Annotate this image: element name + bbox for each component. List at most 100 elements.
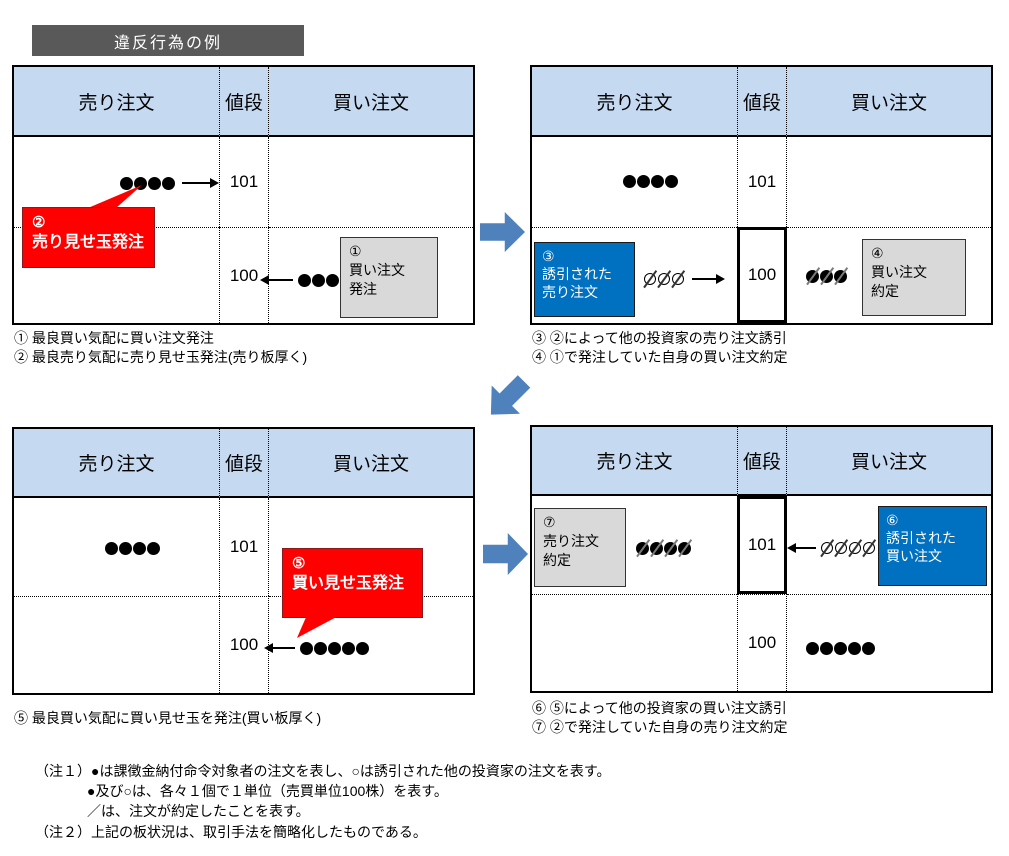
caption-line-1: ⑥ ⑤によって他の投資家の買い注文誘引 <box>532 700 787 716</box>
box-line: 発注 <box>349 281 377 297</box>
qty-dot <box>119 541 132 555</box>
induced-buy-order-box: ⑥ 誘引された 買い注文 <box>878 506 987 586</box>
qty-dot <box>849 542 861 554</box>
qty-dot <box>162 176 175 190</box>
title-banner: 違反行為の例 <box>32 25 304 56</box>
box-line: 誘引された <box>886 530 956 546</box>
qty-dot <box>672 273 684 285</box>
col-header-price: 値段 <box>219 429 269 498</box>
qty-dots-filled-buy <box>806 269 848 283</box>
qty-dot <box>326 273 339 287</box>
qty-dots-buy-100 <box>298 273 340 287</box>
qty-dot <box>678 541 691 555</box>
spoof-buy-callout: ⑤ 買い見せ玉発注 <box>282 548 423 618</box>
box-line: 約定 <box>543 552 571 568</box>
note-1-line-2: ●及び○は、各々１個で１単位（売買単位100株）を表す。 <box>87 783 448 799</box>
box-number: ⑥ <box>886 512 899 528</box>
qty-dots-sell-101 <box>105 541 161 555</box>
callout-number: ⑤ <box>292 555 306 572</box>
spoof-sell-callout: ② 売り見せ玉発注 <box>22 207 155 268</box>
qty-dot <box>650 541 663 555</box>
box-line: 売り注文 <box>543 533 599 549</box>
qty-dot <box>806 641 819 655</box>
order-book-step-1-2: 売り注文 値段 買い注文 101 100 ② 売り見せ玉発注 ① 買い注文 発注 <box>12 65 475 325</box>
qty-dot <box>848 641 861 655</box>
buy-cell-100 <box>787 227 991 323</box>
arrow-left-icon <box>260 275 293 285</box>
col-header-sell: 売り注文 <box>532 427 737 496</box>
buy-orders-at-100 <box>260 267 340 293</box>
col-header-buy: 買い注文 <box>787 427 991 496</box>
qty-dot <box>133 541 146 555</box>
qty-dot <box>863 542 875 554</box>
note-1-line-3: ／は、注文が約定したことを表す。 <box>87 803 310 819</box>
caption-line-2: ② 最良売り気配に売り見せ玉発注(売り板厚く) <box>14 348 308 365</box>
qty-dots-induced-sell <box>644 273 686 285</box>
qty-dot <box>312 273 325 287</box>
qty-dots-induced-buy <box>821 542 877 554</box>
qty-dot <box>834 269 847 283</box>
price-cell-100: 100 <box>219 596 269 693</box>
qty-dot <box>298 273 311 287</box>
caption-step-3-4: ③ ②によって他の投資家の売り注文誘引 ④ ①で発注していた自身の買い注文約定 <box>532 329 787 366</box>
qty-dots-buy-100 <box>300 641 370 655</box>
box-line: 約定 <box>871 283 899 299</box>
order-book-step-6-7: 売り注文 値段 買い注文 101 100 ⑦ 売り注文 約定 ⑥ 誘引された 買… <box>530 425 993 693</box>
flow-arrow-down-left-icon <box>477 367 539 429</box>
col-header-price: 値段 <box>219 67 269 137</box>
price-cell-101: 101 <box>219 498 269 596</box>
caption-line-1: ⑤ 最良買い気配に買い見せ玉を発注(買い板厚く) <box>14 710 322 726</box>
order-book-table: 売り注文 値段 買い注文 101 100 <box>12 65 475 325</box>
qty-dots-sell-101 <box>120 176 176 190</box>
buy-orders-at-100 <box>806 635 876 661</box>
induced-sell-orders-at-100 <box>644 266 725 292</box>
col-header-buy: 買い注文 <box>269 429 473 498</box>
qty-dot <box>147 541 160 555</box>
qty-dot <box>636 541 649 555</box>
box-line: 買い注文 <box>886 548 942 564</box>
col-header-sell: 売り注文 <box>532 67 737 137</box>
box-number: ① <box>349 243 362 259</box>
caption-line-1: ③ ②によって他の投資家の売り注文誘引 <box>532 330 787 346</box>
qty-dot <box>834 641 847 655</box>
sell-orders-at-101 <box>105 535 161 561</box>
buy-orders-at-100 <box>264 635 370 661</box>
qty-dot <box>644 273 656 285</box>
qty-dot <box>300 641 313 655</box>
order-book-step-3-4: 売り注文 値段 買い注文 101 100 ③ 誘引された 売り注文 ④ 買い注文 <box>530 65 993 325</box>
price-cell-100-highlighted: 100 <box>737 227 787 323</box>
caption-line-2: ④ ①で発注していた自身の買い注文約定 <box>532 348 788 365</box>
qty-dot <box>623 174 636 188</box>
flow-arrow-right-icon <box>483 533 528 575</box>
qty-dot <box>148 176 161 190</box>
sell-order-filled-box: ⑦ 売り注文 約定 <box>534 508 626 587</box>
price-cell-101: 101 <box>219 137 269 227</box>
buy-cell-100 <box>787 594 991 691</box>
col-header-buy: 買い注文 <box>787 67 991 137</box>
arrow-right-icon <box>692 274 725 284</box>
qty-dot <box>835 542 847 554</box>
buy-cell-100 <box>269 227 473 323</box>
flow-arrow-right-icon <box>480 212 525 252</box>
buy-order-placed-box: ① 買い注文 発注 <box>340 237 438 318</box>
qty-dot <box>820 269 833 283</box>
buy-cell-101 <box>787 137 991 227</box>
filled-sell-orders-at-101 <box>636 535 692 561</box>
sell-cell-100 <box>532 227 737 323</box>
box-number: ④ <box>871 245 884 261</box>
sell-orders-at-101 <box>623 168 679 194</box>
arrow-right-icon <box>182 178 219 188</box>
box-number: ⑦ <box>543 514 556 530</box>
qty-dot <box>105 541 118 555</box>
qty-dot <box>356 641 369 655</box>
sell-cell-100 <box>14 596 219 693</box>
qty-dot <box>314 641 327 655</box>
qty-dot <box>134 176 147 190</box>
qty-dot <box>120 176 133 190</box>
col-header-price: 値段 <box>737 67 787 137</box>
callout-number: ② <box>32 214 46 231</box>
box-line: 買い注文 <box>871 264 927 280</box>
callout-label: 売り見せ玉発注 <box>32 234 145 251</box>
qty-dot <box>664 541 677 555</box>
